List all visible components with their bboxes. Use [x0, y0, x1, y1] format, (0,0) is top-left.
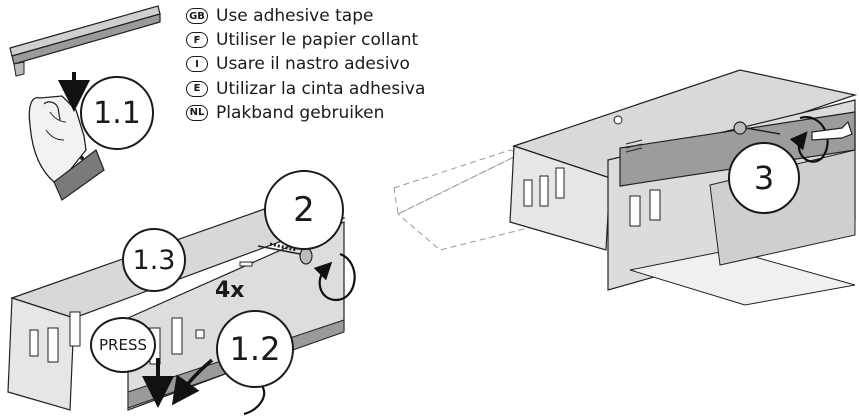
instruction-text-f: Utiliser le papier collant: [216, 30, 419, 51]
instruction-i: I Usare il nastro adesivo: [186, 52, 425, 76]
instruction-nl: NL Plakband gebruiken: [186, 101, 425, 125]
instruction-text-gb: Use adhesive tape: [216, 6, 374, 27]
language-instructions: GB Use adhesive tape F Utiliser le papier …: [186, 4, 425, 125]
wrench-icon: [811, 120, 853, 141]
step-1-1-callout: 1.1: [80, 76, 154, 150]
curved-arrow-step-1-2: [171, 358, 214, 406]
screw-illustration: [257, 242, 313, 265]
hand-illustration: [28, 95, 105, 201]
badge-gb: GB: [186, 8, 208, 25]
step-3-callout: 3: [728, 142, 800, 214]
instruction-gb: GB Use adhesive tape: [186, 4, 425, 28]
badge-nl: NL: [186, 104, 208, 121]
press-callout: PRESS: [90, 317, 156, 373]
instruction-text-i: Usare il nastro adesivo: [216, 54, 410, 75]
rotate-arrow-step-2: [313, 252, 356, 302]
rail-tape-illustration: [9, 5, 161, 77]
instruction-text-e: Utilizar la cinta adhesiva: [216, 78, 426, 99]
badge-i: I: [186, 56, 208, 73]
rotate-arrow-step-3: [789, 116, 829, 163]
instruction-e: E Utilizar la cinta adhesiva: [186, 77, 425, 101]
badge-f: F: [186, 32, 208, 49]
step-1-3-callout: 1.3: [122, 228, 186, 292]
quantity-label: 4x: [215, 278, 245, 303]
step-1-2-callout: 1.2: [216, 310, 294, 388]
step-2-callout: 2: [264, 170, 344, 250]
badge-e: E: [186, 80, 208, 97]
instruction-text-nl: Plakband gebruiken: [216, 102, 385, 123]
instruction-f: F Utiliser le papier collant: [186, 28, 425, 52]
